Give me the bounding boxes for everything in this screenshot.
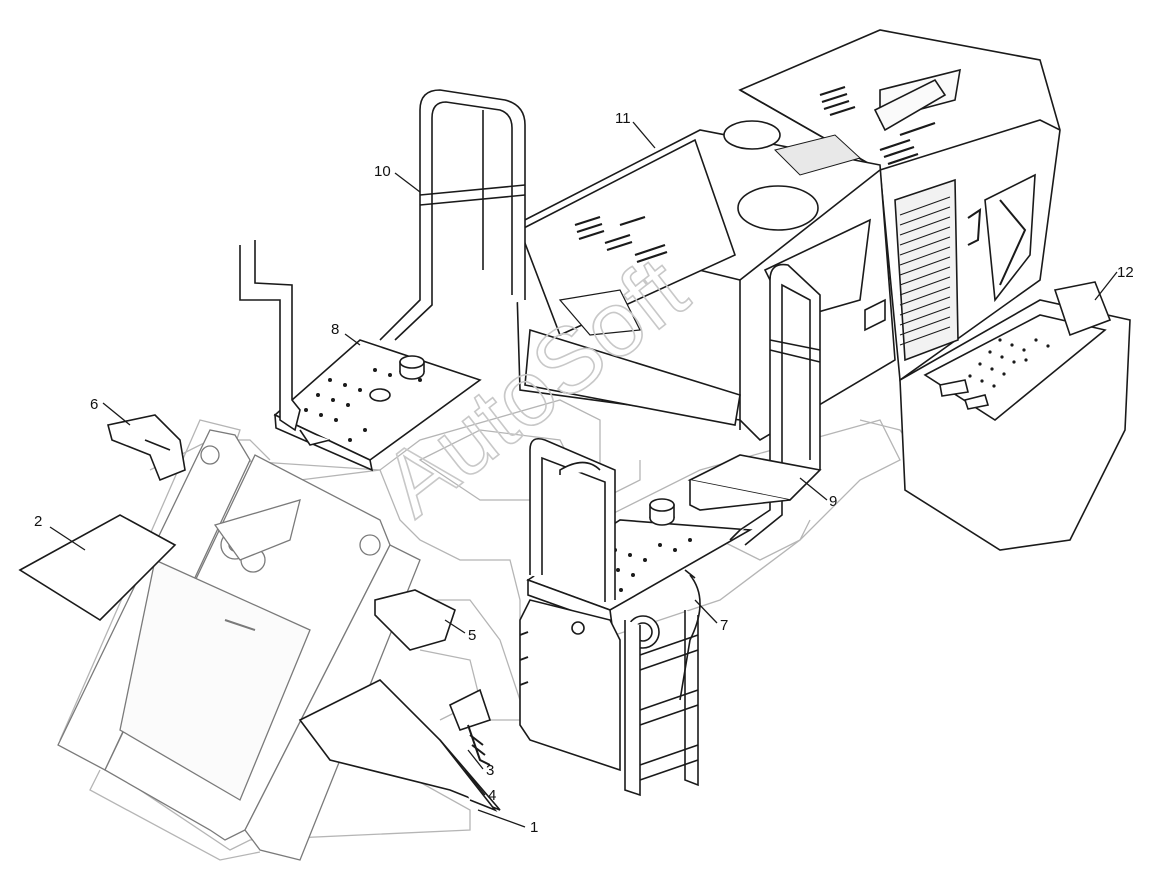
callout-labels: 1 2 3 4 5 6 7 8 9 10 11 12 xyxy=(34,110,1134,836)
callout-9: 9 xyxy=(829,493,837,510)
callout-10: 10 xyxy=(374,163,391,180)
callout-7: 7 xyxy=(720,617,728,634)
rear-platform-and-rail xyxy=(239,89,526,472)
callout-3: 3 xyxy=(486,762,494,779)
callout-8: 8 xyxy=(331,321,339,338)
callout-1: 1 xyxy=(530,819,538,836)
front-platform-and-ladder xyxy=(519,263,822,797)
callout-5: 5 xyxy=(468,627,476,644)
callout-2: 2 xyxy=(34,513,42,530)
counterweight-step xyxy=(899,281,1131,551)
callout-11: 11 xyxy=(615,110,631,127)
loader-arm-assembly xyxy=(57,429,421,861)
callout-6: 6 xyxy=(90,396,98,413)
callout-12: 12 xyxy=(1117,264,1134,281)
callout-4: 4 xyxy=(488,787,496,804)
leader-lines xyxy=(49,121,1118,828)
fenders-and-brackets xyxy=(18,414,501,812)
